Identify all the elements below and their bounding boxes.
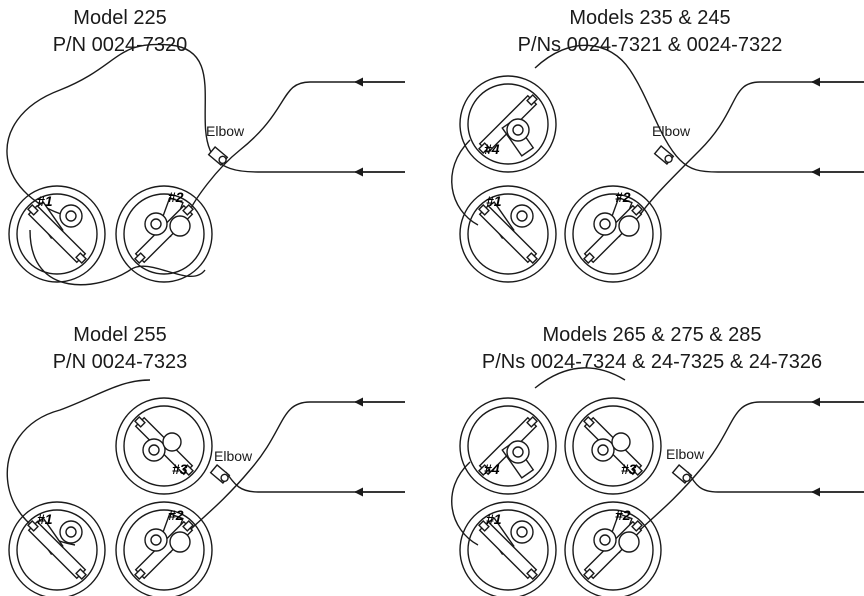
- elbow-label: Elbow: [214, 448, 253, 464]
- tubing-bottom: [29, 229, 206, 286]
- pump-number: #2: [615, 507, 631, 523]
- pump-number: #3: [172, 461, 188, 477]
- pump-number: #1: [486, 511, 502, 527]
- tubing-loop: [534, 367, 626, 389]
- part-number-label: P/N 0024-7320: [52, 34, 188, 56]
- pump-3: #3: [115, 397, 213, 495]
- pump-number: #4: [484, 141, 500, 157]
- part-number-label: P/Ns 0024-7321 & 0024-7322: [517, 34, 783, 56]
- elbow-fitting: [207, 146, 229, 166]
- model-label: Model 255: [73, 324, 167, 346]
- pump-number: #1: [37, 511, 53, 527]
- tubing-loop: [6, 43, 405, 219]
- model-label: Models 265 & 275 & 285: [542, 324, 762, 346]
- pump-number: #1: [37, 193, 53, 209]
- pump-number: #3: [621, 461, 637, 477]
- pump-1: #1: [8, 185, 106, 283]
- pump-number: #2: [168, 507, 184, 523]
- pump-1: #1: [8, 501, 106, 596]
- panel-model-235: Elbow #4 #1: [451, 44, 864, 283]
- pump-number: #2: [615, 189, 631, 205]
- pump-4: #4: [459, 397, 557, 495]
- pump-2: #2: [564, 185, 662, 283]
- panel-title-265: Models 265 & 275 & 285 P/Ns 0024-7324 & …: [440, 322, 864, 376]
- elbow-fitting: [209, 464, 231, 484]
- panel-title-255: Model 255 P/N 0024-7323: [0, 322, 240, 376]
- model-label: Models 235 & 245: [569, 7, 731, 29]
- pump-2: #2: [564, 501, 662, 596]
- pump-number: #4: [484, 461, 500, 477]
- tubing-left: [451, 461, 479, 546]
- pump-number: #2: [168, 189, 184, 205]
- elbow-fitting: [653, 145, 675, 165]
- panel-title-225: Model 225 P/N 0024-7320: [0, 5, 240, 59]
- tubing-in: [189, 401, 405, 531]
- pump-number: #1: [486, 193, 502, 209]
- part-number-label: P/N 0024-7323: [52, 351, 188, 373]
- tubing-in: [639, 401, 864, 531]
- pump-1: #1: [459, 501, 557, 596]
- elbow-label: Elbow: [652, 123, 691, 139]
- model-label: Model 225: [73, 7, 167, 29]
- tubing-in: [189, 81, 405, 211]
- panel-model-255: Elbow #3 #1: [6, 379, 405, 596]
- tubing-in: [639, 81, 864, 216]
- panel-model-225: Elbow #1 #: [6, 43, 405, 286]
- pump-2: #2: [115, 501, 213, 596]
- pump-3: #3: [564, 397, 662, 495]
- pump-1: #1: [459, 185, 557, 283]
- elbow-fitting: [671, 464, 693, 484]
- tubing-elbow-out: [225, 471, 405, 493]
- pump-2: #2: [115, 185, 213, 283]
- part-number-label: P/Ns 0024-7324 & 24-7325 & 24-7326: [481, 351, 823, 373]
- tubing-loop: [534, 44, 864, 173]
- elbow-label: Elbow: [206, 123, 245, 139]
- panel-title-235: Models 235 & 245 P/Ns 0024-7321 & 0024-7…: [440, 5, 860, 59]
- tubing-elbow-out: [687, 471, 864, 493]
- panel-model-265: Elbow #4 #3: [451, 367, 864, 596]
- pump-4: #4: [459, 75, 557, 173]
- tubing-left: [451, 139, 479, 226]
- tubing-loop: [6, 379, 151, 546]
- elbow-label: Elbow: [666, 446, 705, 462]
